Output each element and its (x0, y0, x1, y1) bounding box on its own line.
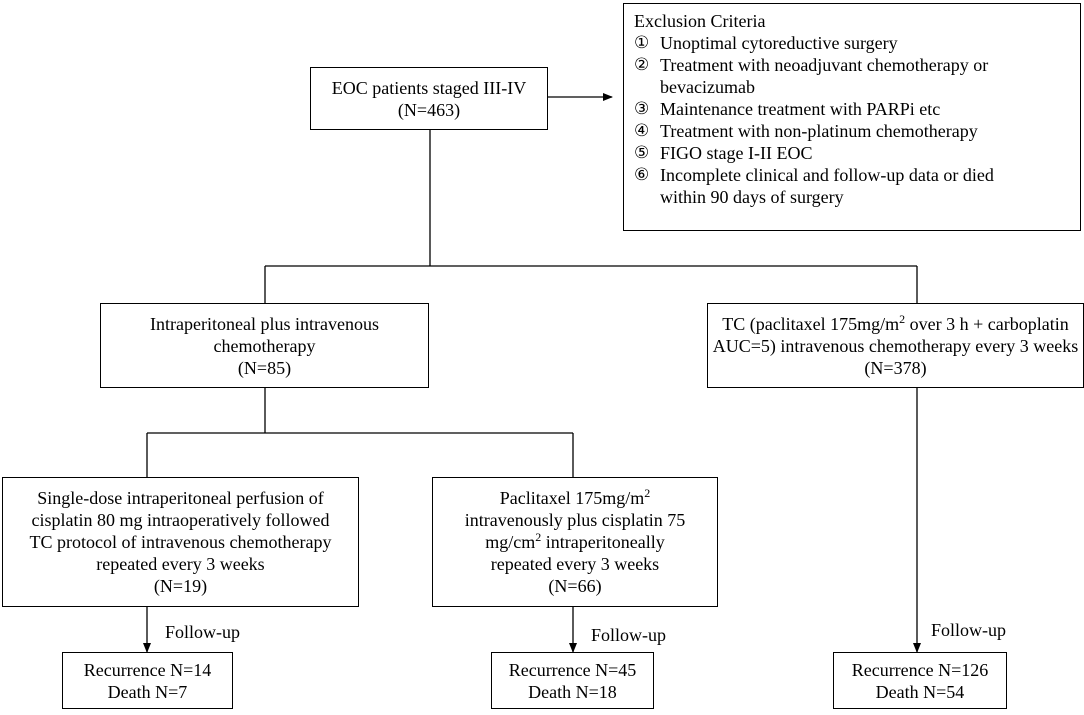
outcome-box-2: Recurrence N=45 Death N=18 (491, 652, 654, 709)
start-line1: EOC patients staged III-IV (331, 77, 527, 98)
single-dose-box: Single-dose intraperitoneal perfusion of… (2, 477, 359, 607)
paclitaxel-line1: Paclitaxel 175mg/m2 (499, 486, 651, 508)
exclusion-number: ② (634, 55, 650, 75)
exclusion-number: ④ (634, 121, 650, 141)
follow-up-label: Follow-up (591, 625, 667, 645)
exclusion-item: ⑤ FIGO stage I-II EOC (634, 142, 1072, 164)
exclusion-text: Incomplete clinical and follow-up data o… (660, 165, 994, 185)
exclusion-text: Treatment with neoadjuvant chemotherapy … (660, 55, 989, 75)
recurrence-count: Recurrence N=126 (851, 659, 989, 680)
paclitaxel-line2: intravenously plus cisplatin 75 (464, 510, 686, 530)
exclusion-item: ⑥ Incomplete clinical and follow-up data… (634, 164, 1072, 208)
exclusion-number: ③ (634, 99, 650, 119)
exclusion-item: ① Unoptimal cytoreductive surgery (634, 32, 1072, 54)
exclusion-title: Exclusion Criteria (634, 11, 766, 31)
tc-line1: TC (paclitaxel 175mg/m2 over 3 h + carbo… (722, 311, 1069, 334)
ip-iv-line2: chemotherapy (213, 335, 316, 356)
follow-up-label: Follow-up (931, 620, 1007, 640)
recurrence-count: Recurrence N=45 (508, 659, 637, 680)
exclusion-text: within 90 days of surgery (660, 187, 844, 207)
start-box: EOC patients staged III-IV (N=463) (310, 67, 548, 130)
exclusion-number: ① (634, 33, 650, 53)
exclusion-text: Treatment with non-platinum chemotherapy (660, 121, 978, 141)
paclitaxel-line3: mg/cm2 intraperitoneally (485, 530, 665, 552)
death-count: Death N=18 (528, 681, 617, 702)
tc-line3: (N=378) (864, 357, 927, 378)
exclusion-number: ⑤ (634, 143, 650, 163)
exclusion-item: ④ Treatment with non-platinum chemothera… (634, 120, 1072, 142)
ip-iv-box: Intraperitoneal plus intravenous chemoth… (100, 303, 429, 388)
exclusion-text: bevacizumab (660, 77, 755, 97)
single-dose-line2: cisplatin 80 mg intraoperatively followe… (31, 510, 330, 530)
outcome-box-3: Recurrence N=126 Death N=54 (833, 652, 1007, 709)
exclusion-text: Unoptimal cytoreductive surgery (660, 33, 898, 53)
tc-line2: AUC=5) intravenous chemotherapy every 3 … (712, 335, 1079, 356)
single-dose-line5: (N=19) (153, 576, 208, 596)
outcome-box-1: Recurrence N=14 Death N=7 (62, 652, 233, 709)
death-count: Death N=7 (107, 681, 188, 702)
death-count: Death N=54 (875, 681, 965, 702)
ip-iv-line3: (N=85) (237, 357, 292, 378)
paclitaxel-box: Paclitaxel 175mg/m2 intravenously plus c… (432, 477, 718, 607)
recurrence-count: Recurrence N=14 (83, 659, 212, 680)
exclusion-text: Maintenance treatment with PARPi etc (660, 99, 941, 119)
tc-box: TC (paclitaxel 175mg/m2 over 3 h + carbo… (707, 303, 1084, 388)
start-line2: (N=463) (397, 99, 461, 120)
single-dose-line4: repeated every 3 weeks (96, 554, 265, 574)
paclitaxel-line5: (N=66) (548, 576, 602, 596)
follow-up-label: Follow-up (165, 622, 241, 642)
single-dose-line1: Single-dose intraperitoneal perfusion of (37, 488, 324, 508)
exclusion-text: FIGO stage I-II EOC (660, 143, 813, 163)
exclusion-item: ② Treatment with neoadjuvant chemotherap… (634, 54, 1072, 98)
ip-iv-line1: Intraperitoneal plus intravenous (150, 313, 379, 334)
single-dose-line3: TC protocol of intravenous chemotherapy (29, 532, 332, 552)
exclusion-box: Exclusion Criteria ① Unoptimal cytoreduc… (623, 3, 1081, 231)
exclusion-number: ⑥ (634, 165, 650, 185)
exclusion-item: ③ Maintenance treatment with PARPi etc (634, 98, 1072, 120)
paclitaxel-line4: repeated every 3 weeks (490, 554, 660, 574)
